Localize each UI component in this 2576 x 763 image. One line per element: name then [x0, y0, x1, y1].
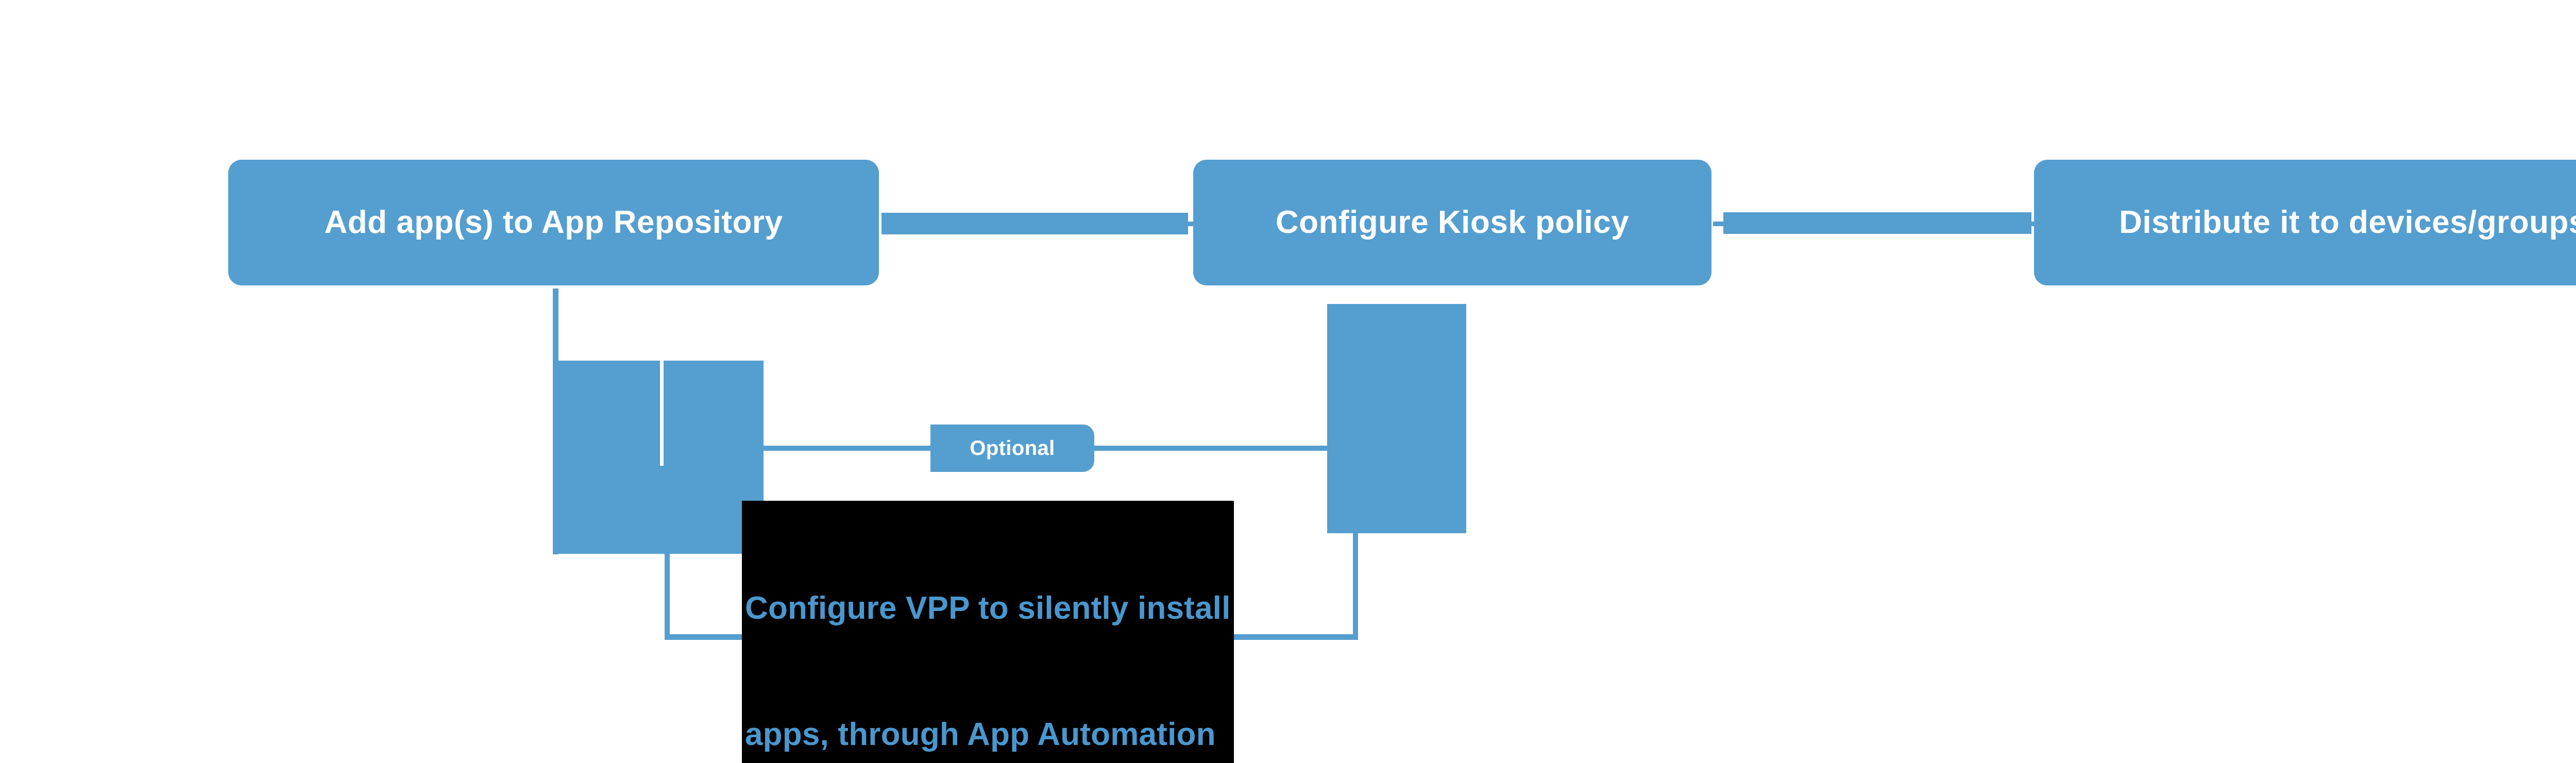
process-box-add-apps[interactable]: Add app(s) to App Repository	[228, 160, 879, 285]
branch-line-left-stem	[553, 289, 558, 554]
optional-badge[interactable]: Optional	[930, 425, 1094, 472]
branch-block-left-divider	[660, 361, 664, 466]
process-box-distribute-label: Distribute it to devices/groups	[2119, 205, 2576, 241]
connector-step2-to-step3-arrow-left-icon	[1713, 222, 1724, 226]
connector-step2-to-step3-arrow-right-icon	[2029, 222, 2040, 226]
optional-badge-label: Optional	[970, 436, 1055, 460]
process-box-add-apps-label: Add app(s) to App Repository	[324, 205, 783, 241]
branch-line-into-optional-left	[758, 446, 934, 451]
process-box-configure-kiosk[interactable]: Configure Kiosk policy	[1193, 160, 1711, 285]
branch-line-into-optional-right	[1093, 446, 1330, 451]
process-box-distribute[interactable]: Distribute it to devices/groups	[2034, 160, 2576, 285]
vpp-note-highlighted-text[interactable]: Configure VPP to silently install apps, …	[742, 501, 1234, 763]
loop-line-right-vertical	[1353, 531, 1358, 639]
vpp-note-line-2: apps, through App Automation	[745, 717, 1216, 753]
connector-step2-to-step3	[1723, 212, 2031, 234]
branch-block-right	[1327, 304, 1466, 533]
vpp-note-line-1: Configure VPP to silently install	[745, 590, 1231, 626]
loop-line-left-vertical	[665, 550, 670, 639]
process-box-configure-kiosk-label: Configure Kiosk policy	[1275, 205, 1630, 241]
connector-step1-to-step2	[882, 213, 1188, 234]
connector-step1-to-step2-arrow-icon	[1187, 222, 1198, 226]
